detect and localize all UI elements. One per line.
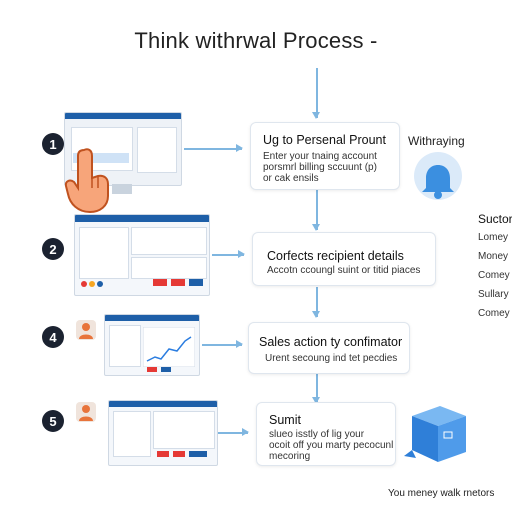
avatar bbox=[76, 320, 96, 340]
side-label: Withraying bbox=[408, 134, 465, 148]
cube-icon bbox=[400, 402, 470, 473]
step-text: or cak ensils bbox=[263, 173, 319, 184]
flow-arrow bbox=[313, 190, 319, 231]
step-text: Accotn ccoungl suint or titid piaces bbox=[267, 265, 421, 276]
step-number: 5 bbox=[42, 410, 64, 432]
step-text: porsmrl billing sccuunt (p) bbox=[263, 162, 377, 173]
flow-arrow bbox=[313, 373, 319, 404]
step-text: Enter your tnaing account bbox=[263, 151, 377, 162]
step-box: Sales action ty confimator Urent secoung… bbox=[248, 322, 410, 374]
side-list-item: Lomey bbox=[478, 232, 509, 243]
monitor-stand bbox=[112, 184, 132, 194]
step-heading: Sales action ty confimator bbox=[259, 335, 403, 349]
screenshot-thumbnail bbox=[74, 214, 210, 296]
side-list-item: Comey bbox=[478, 308, 510, 319]
step-box: Corfects recipient details Accotn ccoung… bbox=[252, 232, 436, 286]
flow-arrow bbox=[313, 68, 319, 119]
screenshot-thumbnail bbox=[104, 314, 200, 376]
step-text: mecoring bbox=[269, 451, 311, 462]
step-box: Ug to Persenal Prount Enter your tnaing … bbox=[250, 122, 400, 190]
flow-arrow bbox=[212, 251, 245, 257]
step-heading: Corfects recipient details bbox=[267, 249, 404, 263]
bell-icon bbox=[408, 152, 464, 209]
flow-arrow bbox=[218, 429, 249, 435]
step-text: slueo isstly of lig your bbox=[269, 429, 365, 440]
page-title: Think withrwal Process - bbox=[134, 28, 378, 53]
step-number: 2 bbox=[42, 238, 64, 260]
pointing-hand-icon bbox=[60, 144, 116, 219]
avatar bbox=[76, 402, 96, 422]
step-heading: Ug to Persenal Prount bbox=[263, 133, 386, 147]
screenshot-thumbnail bbox=[108, 400, 218, 466]
side-list-heading: Suctor bbox=[478, 212, 512, 226]
step-heading: Sumit bbox=[269, 413, 301, 427]
screenshot-thumbnail bbox=[64, 112, 182, 186]
side-list-item: Money bbox=[478, 251, 509, 262]
step-number: 1 bbox=[42, 133, 64, 155]
step-number: 4 bbox=[42, 326, 64, 348]
flow-arrow bbox=[313, 287, 319, 318]
footer-caption: You meney walk rnetors bbox=[388, 488, 495, 499]
side-list-item: Sullary bbox=[478, 289, 509, 300]
side-list-item: Comey bbox=[478, 270, 510, 281]
step-box: Sumit slueo isstly of lig your ocoit off… bbox=[256, 402, 396, 466]
step-text: Urent secoung ind tet pecdies bbox=[265, 353, 398, 364]
flow-arrow bbox=[202, 341, 243, 347]
flow-arrow bbox=[184, 145, 243, 151]
step-text: ocoit off you marty pecocunl bbox=[269, 440, 394, 451]
